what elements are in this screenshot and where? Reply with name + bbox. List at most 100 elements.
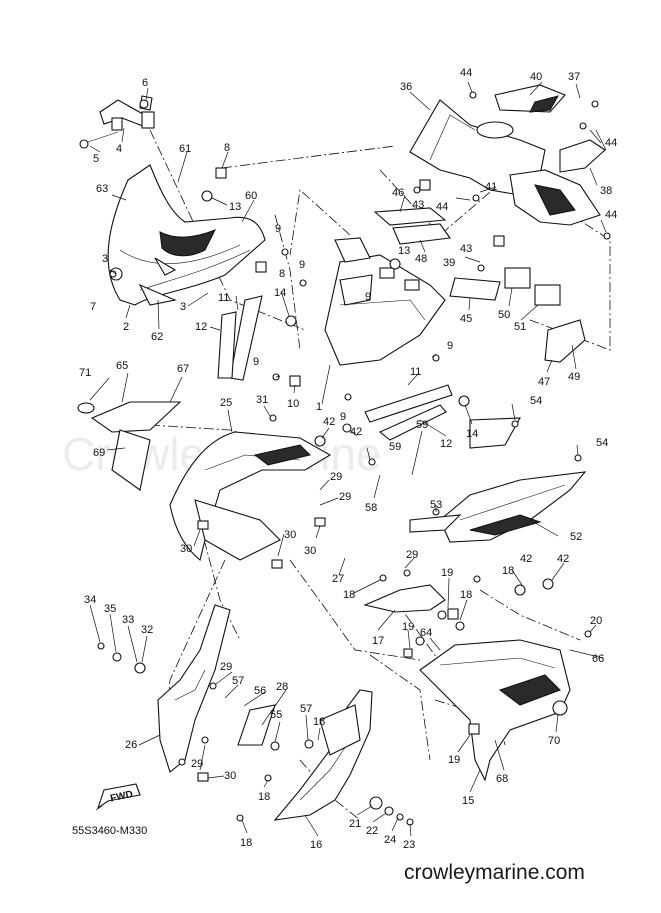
- callout-18-a: 18: [343, 589, 355, 601]
- callout-54-upper: 54: [530, 395, 542, 407]
- callout-9-c: 9: [365, 291, 371, 303]
- foam-pads: [373, 207, 586, 363]
- callout-14-left: 14: [274, 287, 286, 299]
- callout-3-lower: 3: [180, 301, 186, 313]
- callout-46: 46: [392, 187, 404, 199]
- callout-30-b: 30: [284, 529, 296, 541]
- callout-51: 51: [514, 321, 526, 333]
- callout-12-left: 12: [195, 321, 207, 333]
- callout-42-lower-right: 42: [557, 553, 569, 565]
- callout-57-right: 57: [300, 703, 312, 715]
- callout-38: 38: [600, 185, 612, 197]
- callout-32: 32: [141, 624, 153, 636]
- callout-57-left: 57: [232, 675, 244, 687]
- fasteners: [97, 91, 611, 826]
- callout-41: 41: [485, 181, 497, 193]
- callout-16: 16: [310, 839, 322, 851]
- callout-29-a: 29: [330, 471, 342, 483]
- side-strips: [217, 295, 453, 441]
- callout-58: 58: [365, 502, 377, 514]
- callout-47: 47: [538, 376, 550, 388]
- callout-67: 67: [177, 363, 189, 375]
- callout-18-e: 18: [258, 791, 270, 803]
- callout-12-right: 12: [440, 438, 452, 450]
- callout-4: 4: [116, 143, 122, 155]
- callout-33: 33: [122, 614, 134, 626]
- callout-42-lower-left: 42: [520, 553, 532, 565]
- callout-35: 35: [104, 603, 116, 615]
- front-cowling-assembly: [107, 164, 266, 306]
- callout-40: 40: [530, 71, 542, 83]
- callout-59-left: 59: [389, 441, 401, 453]
- callout-44-right-lower: 44: [605, 209, 617, 221]
- callout-10: 10: [287, 398, 299, 410]
- callout-21: 21: [349, 818, 361, 830]
- callout-19-c: 19: [448, 754, 460, 766]
- callout-53: 53: [430, 499, 442, 511]
- callout-numbers: 6 5 4 61 8 63 60 13 9 3 9 8 7 3 11 14 9 …: [79, 67, 617, 851]
- diagram-code: 55S3460-M330: [72, 825, 147, 837]
- lower-bracket: [363, 584, 446, 613]
- callout-54-lower: 54: [596, 437, 608, 449]
- side-cowling-left: [169, 431, 332, 561]
- mud-guard: [237, 704, 276, 746]
- callout-30-d: 30: [224, 770, 236, 782]
- callout-43-upper: 43: [412, 199, 424, 211]
- callout-3-upper: 3: [102, 253, 108, 265]
- callout-69: 69: [93, 447, 105, 459]
- site-url: crowleymarine.com: [404, 861, 585, 884]
- callout-11-right: 11: [410, 366, 421, 378]
- callout-30-c: 30: [304, 545, 316, 557]
- callout-56: 56: [254, 685, 266, 697]
- callout-25: 25: [220, 397, 232, 409]
- callout-6: 6: [142, 77, 148, 89]
- callout-9-f: 9: [447, 340, 453, 352]
- callout-29-c: 29: [406, 549, 418, 561]
- callout-14-right: 14: [466, 428, 478, 440]
- callout-43-lower: 43: [460, 243, 472, 255]
- callout-13-right: 13: [398, 245, 410, 257]
- center-frame: [324, 237, 446, 366]
- callout-48: 48: [415, 253, 427, 265]
- callout-59-right: 59: [416, 419, 428, 431]
- callout-9-a: 9: [275, 223, 281, 235]
- callout-71: 71: [79, 367, 91, 379]
- callout-22: 22: [366, 825, 378, 837]
- callout-30-a: 30: [180, 543, 192, 555]
- callout-37: 37: [568, 71, 580, 83]
- callout-2: 2: [123, 321, 129, 333]
- callout-19-a: 19: [441, 567, 453, 579]
- callout-42-upper-left: 42: [323, 416, 335, 428]
- leader-lines: [89, 81, 607, 837]
- callout-63: 63: [96, 183, 108, 195]
- side-decals: [77, 401, 182, 491]
- callout-27: 27: [332, 573, 344, 585]
- callout-8-lower: 8: [279, 268, 285, 280]
- callout-9-b: 9: [299, 259, 305, 271]
- callout-7: 7: [90, 301, 96, 313]
- callout-36: 36: [400, 81, 412, 93]
- callout-19-b: 19: [402, 621, 414, 633]
- callout-29-e: 29: [191, 758, 203, 770]
- callout-50: 50: [498, 309, 510, 321]
- callout-44-top: 44: [460, 67, 472, 79]
- callout-18-b: 18: [502, 565, 514, 577]
- callout-61: 61: [179, 143, 191, 155]
- callout-42-upper-right: 42: [350, 426, 362, 438]
- callout-18-d: 18: [313, 716, 325, 728]
- callout-44-mid: 44: [436, 201, 448, 213]
- callout-1: 1: [316, 401, 322, 413]
- callout-29-d: 29: [220, 661, 232, 673]
- callout-9-d: 9: [253, 356, 259, 368]
- callout-8-upper: 8: [224, 142, 230, 154]
- callout-52: 52: [570, 531, 582, 543]
- callout-23: 23: [403, 839, 415, 851]
- callout-31: 31: [256, 394, 268, 406]
- front-lower-cowl: [419, 639, 571, 782]
- callout-11-left: 11: [218, 292, 229, 304]
- callout-70: 70: [548, 735, 560, 747]
- callout-49: 49: [568, 371, 580, 383]
- callout-26: 26: [125, 739, 137, 751]
- callout-13-left: 13: [229, 201, 241, 213]
- callout-68: 68: [496, 773, 508, 785]
